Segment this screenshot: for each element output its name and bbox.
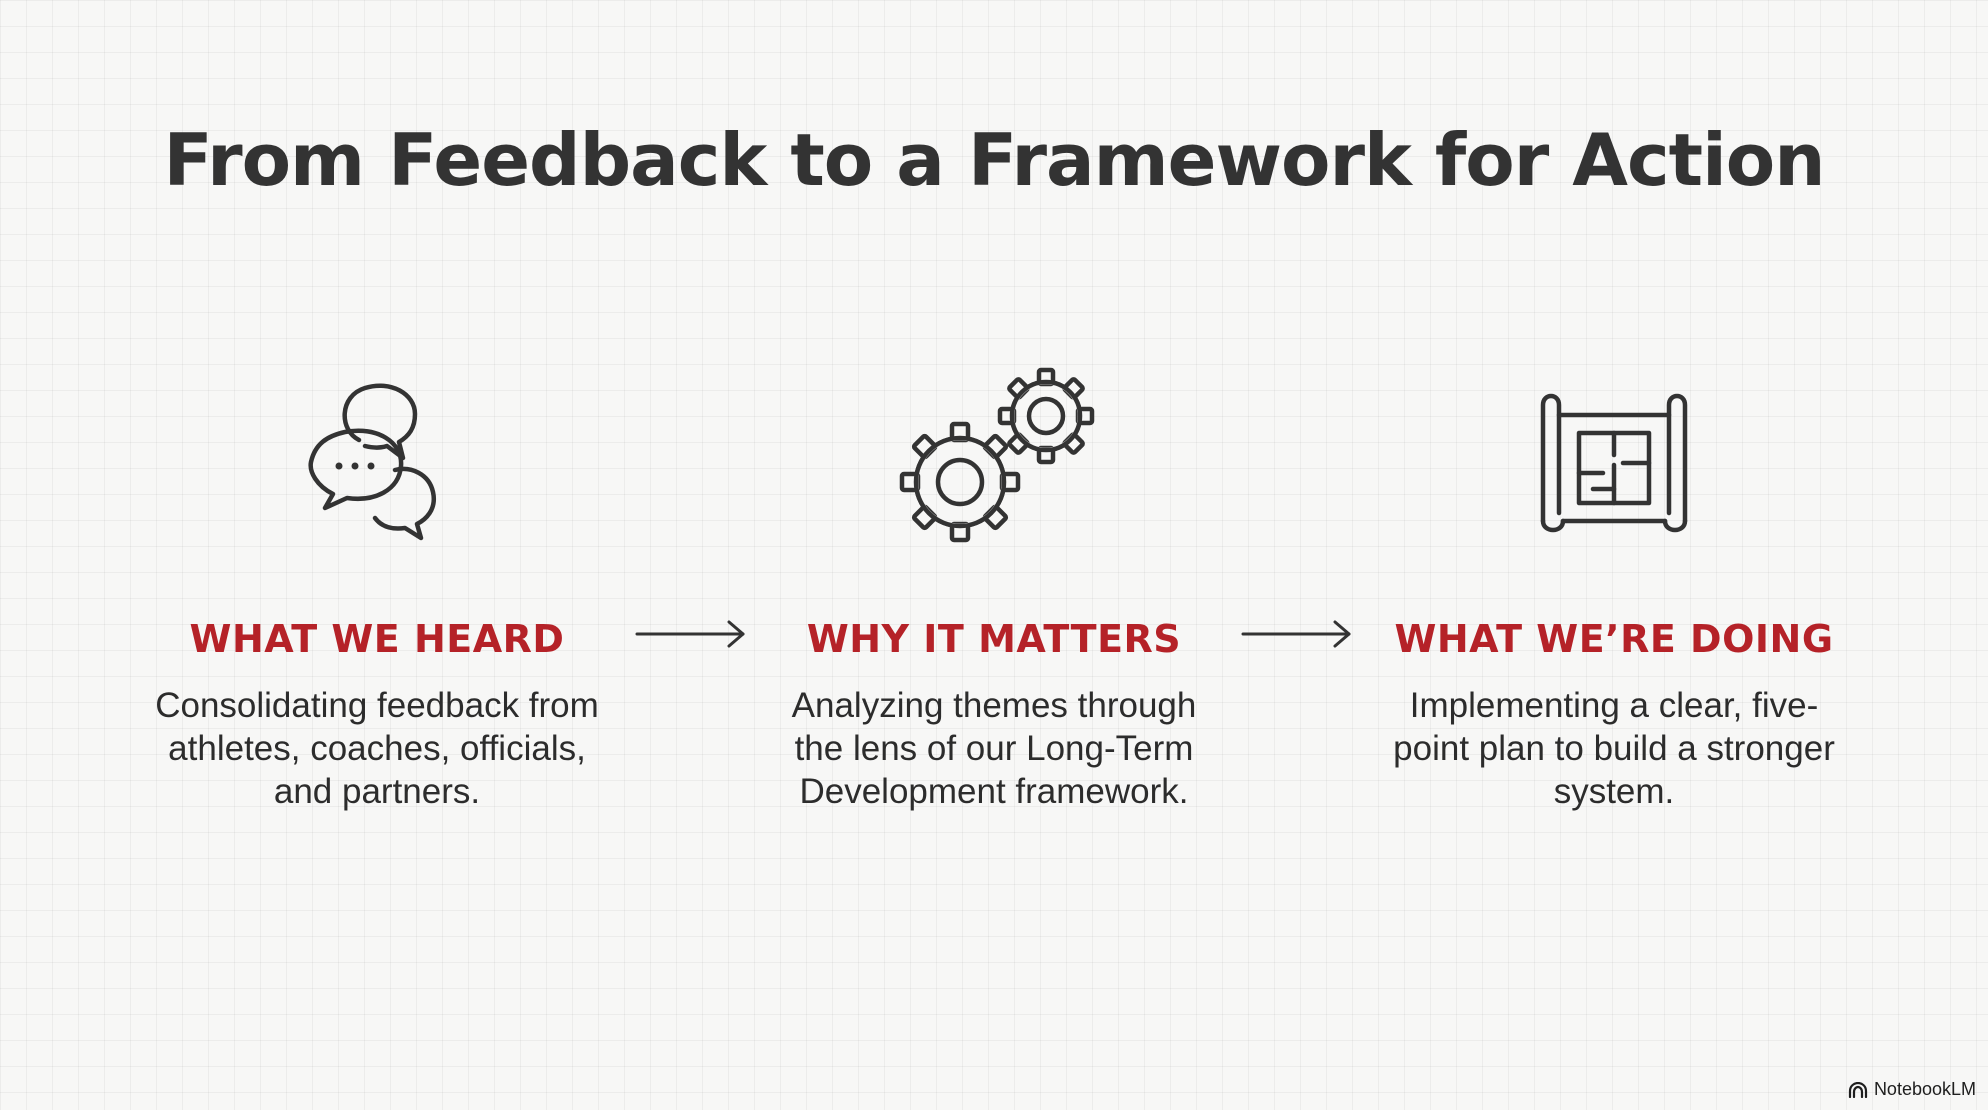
notebooklm-branding: NotebookLM — [1848, 1079, 1976, 1100]
gears-icon — [899, 367, 1095, 543]
blueprint-icon — [1540, 393, 1688, 533]
brand-label: NotebookLM — [1873, 1079, 1976, 1099]
step-description: Analyzing themes through the lens of our… — [791, 686, 1197, 811]
step-why-it-matters: WHY IT MATTERS Analyzing themes through … — [714, 360, 1274, 813]
step-heading: WHAT WE HEARD — [189, 617, 565, 661]
step-heading: WHAT WE’RE DOING — [1394, 617, 1834, 661]
step-description: Consolidating feedback from athletes, co… — [155, 686, 599, 811]
chat-bubbles-icon — [308, 383, 437, 541]
right-arrow-icon — [635, 620, 745, 648]
right-arrow-icon — [1241, 620, 1351, 648]
step-description: Implementing a clear, five-point plan to… — [1393, 686, 1835, 811]
step-what-were-doing: WHAT WE’RE DOING Implementing a clear, f… — [1334, 360, 1894, 813]
slide-title: From Feedback to a Framework for Action — [163, 118, 1825, 202]
step-what-we-heard: WHAT WE HEARD Consolidating feedback fro… — [97, 360, 657, 813]
step-heading: WHY IT MATTERS — [806, 617, 1182, 661]
notebooklm-logo-icon — [1848, 1081, 1868, 1098]
